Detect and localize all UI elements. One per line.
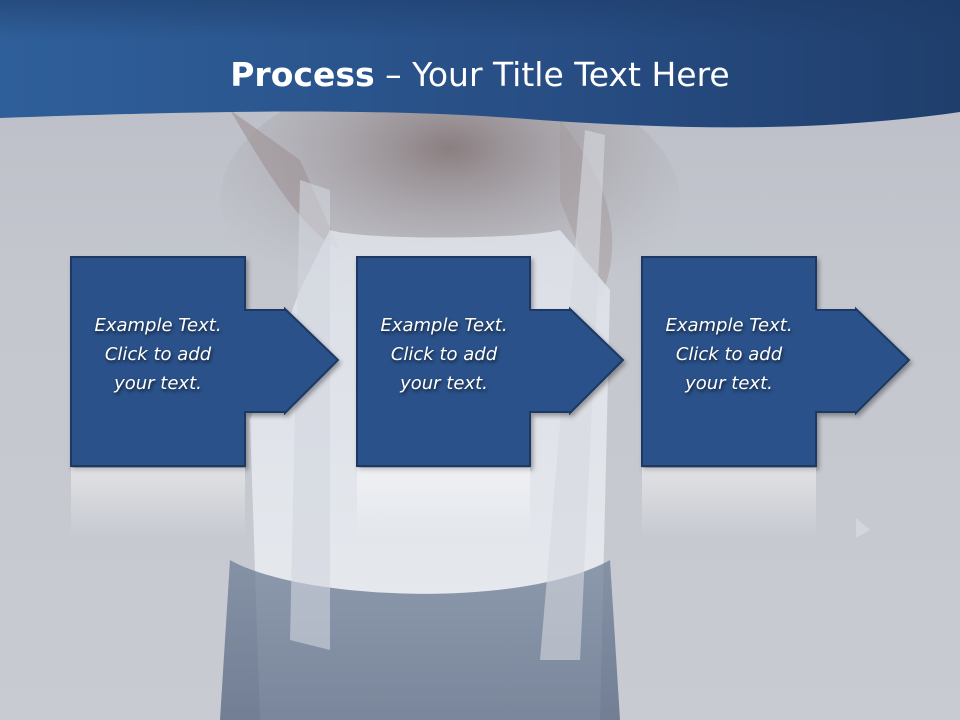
reflection-3: [642, 468, 816, 538]
step-1-text[interactable]: Example Text. Click to add your text.: [94, 315, 222, 394]
process-step-1[interactable]: [70, 256, 340, 467]
title-bold: Process: [230, 55, 375, 94]
step-3-text[interactable]: Example Text. Click to add your text.: [665, 315, 793, 394]
slide-title[interactable]: Process – Your Title Text Here: [0, 55, 960, 95]
title-band: [0, 0, 960, 128]
process-step-2[interactable]: [356, 256, 625, 467]
title-rest: – Your Title Text Here: [374, 55, 730, 94]
step-2-text[interactable]: Example Text. Click to add your text.: [380, 315, 508, 394]
reflection-2: [357, 468, 530, 538]
process-step-3[interactable]: [641, 256, 911, 467]
reflection-1: [71, 468, 245, 538]
